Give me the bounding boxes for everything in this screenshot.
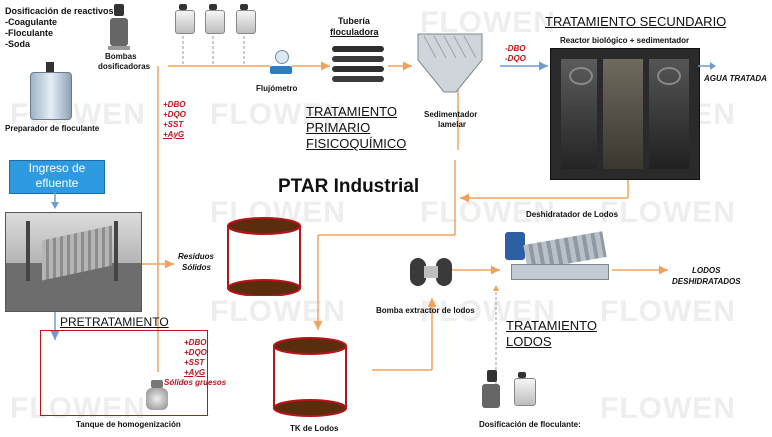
flocculant-dosing-label: Dosificación de floculante: bbox=[479, 420, 581, 429]
sludge-pump-icon bbox=[410, 254, 452, 292]
reagents-title: Dosificación de reactivos: bbox=[5, 6, 117, 16]
pretreatment-section-title: PRETRATAMIENTO bbox=[60, 315, 169, 329]
reagent-item: -Soda bbox=[5, 39, 31, 49]
sludge-section-title: TRATAMIENTO bbox=[506, 318, 597, 333]
removal-item: -DBO bbox=[505, 44, 526, 53]
removal-item: +DQO bbox=[184, 348, 207, 357]
watermark: FLOWEN bbox=[600, 295, 736, 328]
removal-item: +DBO bbox=[163, 100, 186, 109]
solid-waste-label: Residuos bbox=[178, 252, 215, 261]
pipe-title: Tubería bbox=[338, 16, 370, 26]
dosing-pump-icon bbox=[108, 4, 130, 50]
inflow-label: Ingreso de bbox=[28, 161, 86, 175]
pretreatment-image bbox=[5, 212, 142, 312]
flowmeter-label: Flujómetro bbox=[256, 84, 298, 93]
lamellar-settler-icon bbox=[414, 30, 486, 98]
sludge-pump-label: Bomba extractor de lodos bbox=[376, 306, 475, 315]
lamellar-label: Sedimentador bbox=[424, 110, 478, 119]
inflow-box: Ingreso de efluente bbox=[9, 160, 105, 194]
inflow-arrow bbox=[51, 192, 59, 209]
dewatered-sludge-label: DESHIDRATADOS bbox=[672, 277, 741, 286]
reagent-item: -Coagulante bbox=[5, 17, 58, 27]
sludge-tank-icon bbox=[270, 336, 350, 418]
screw-dewaterer-icon bbox=[505, 224, 610, 286]
flocculator-pipe-icon bbox=[332, 44, 384, 84]
reagent-item: -Floculante bbox=[5, 28, 54, 38]
chemical-tank-icon bbox=[514, 372, 536, 406]
removal-item: Sólidos gruesos bbox=[164, 378, 227, 387]
chemical-tank-icon bbox=[205, 4, 225, 34]
pumps-label: dosificadoras bbox=[98, 62, 151, 71]
removal-item: -DQO bbox=[505, 54, 526, 63]
chemical-tank-icon bbox=[236, 4, 256, 34]
treated-water-label: AGUA TRATADA bbox=[704, 74, 767, 83]
plant-title: PTAR Industrial bbox=[278, 176, 420, 197]
flowmeter-icon bbox=[270, 50, 292, 78]
dosing-pump-icon bbox=[482, 370, 502, 410]
removal-item: +AyG bbox=[163, 130, 185, 139]
submersible-pump-icon bbox=[146, 380, 168, 412]
watermark: FLOWEN bbox=[420, 295, 556, 328]
watermark: FLOWEN bbox=[600, 392, 736, 425]
removal-item: +SST bbox=[184, 358, 205, 367]
removal-item: +DBO bbox=[184, 338, 207, 347]
solid-waste-label: Sólidos bbox=[182, 263, 211, 272]
watermark: FLOWEN bbox=[420, 196, 556, 229]
solid-waste-tank-icon bbox=[224, 216, 304, 296]
flocculant-preparer-label: Preparador de floculante bbox=[5, 124, 100, 133]
dewatered-sludge-label: LODOS bbox=[692, 266, 721, 275]
chemical-tank-icon bbox=[175, 4, 195, 34]
watermark: FLOWEN bbox=[210, 98, 346, 131]
homogenization-tank-box bbox=[40, 330, 208, 416]
inflow-label: efluente bbox=[35, 176, 79, 190]
flocculant-preparer-icon bbox=[30, 62, 72, 120]
primary-section-title: FISICOQUÍMICO bbox=[306, 136, 407, 151]
lamellar-label: lamelar bbox=[438, 120, 467, 129]
removal-item: +DQO bbox=[163, 110, 186, 119]
reactor-label: Reactor biológico + sedimentador bbox=[560, 36, 690, 45]
homogenization-tank-label: Tanque de homogenización bbox=[76, 420, 181, 429]
watermark: FLOWEN bbox=[10, 392, 146, 425]
sludge-section-title: LODOS bbox=[506, 334, 552, 349]
removal-item: +SST bbox=[163, 120, 184, 129]
pumps-label: Bombas bbox=[105, 52, 137, 61]
treated-water-arrow bbox=[698, 62, 716, 70]
pipe-subtitle: floculadora bbox=[330, 27, 379, 37]
primary-section-title: PRIMARIO bbox=[306, 120, 371, 135]
secondary-section-title: TRATAMIENTO SECUNDARIO bbox=[545, 14, 727, 29]
watermark: FLOWEN bbox=[600, 196, 736, 229]
dewaterer-label: Deshidratador de Lodos bbox=[526, 210, 619, 219]
primary-section-title: TRATAMIENTO bbox=[306, 104, 397, 119]
sludge-tank-label: TK de Lodos bbox=[290, 424, 339, 433]
removal-item: +AyG bbox=[184, 368, 206, 377]
biological-reactor-image bbox=[550, 48, 700, 180]
